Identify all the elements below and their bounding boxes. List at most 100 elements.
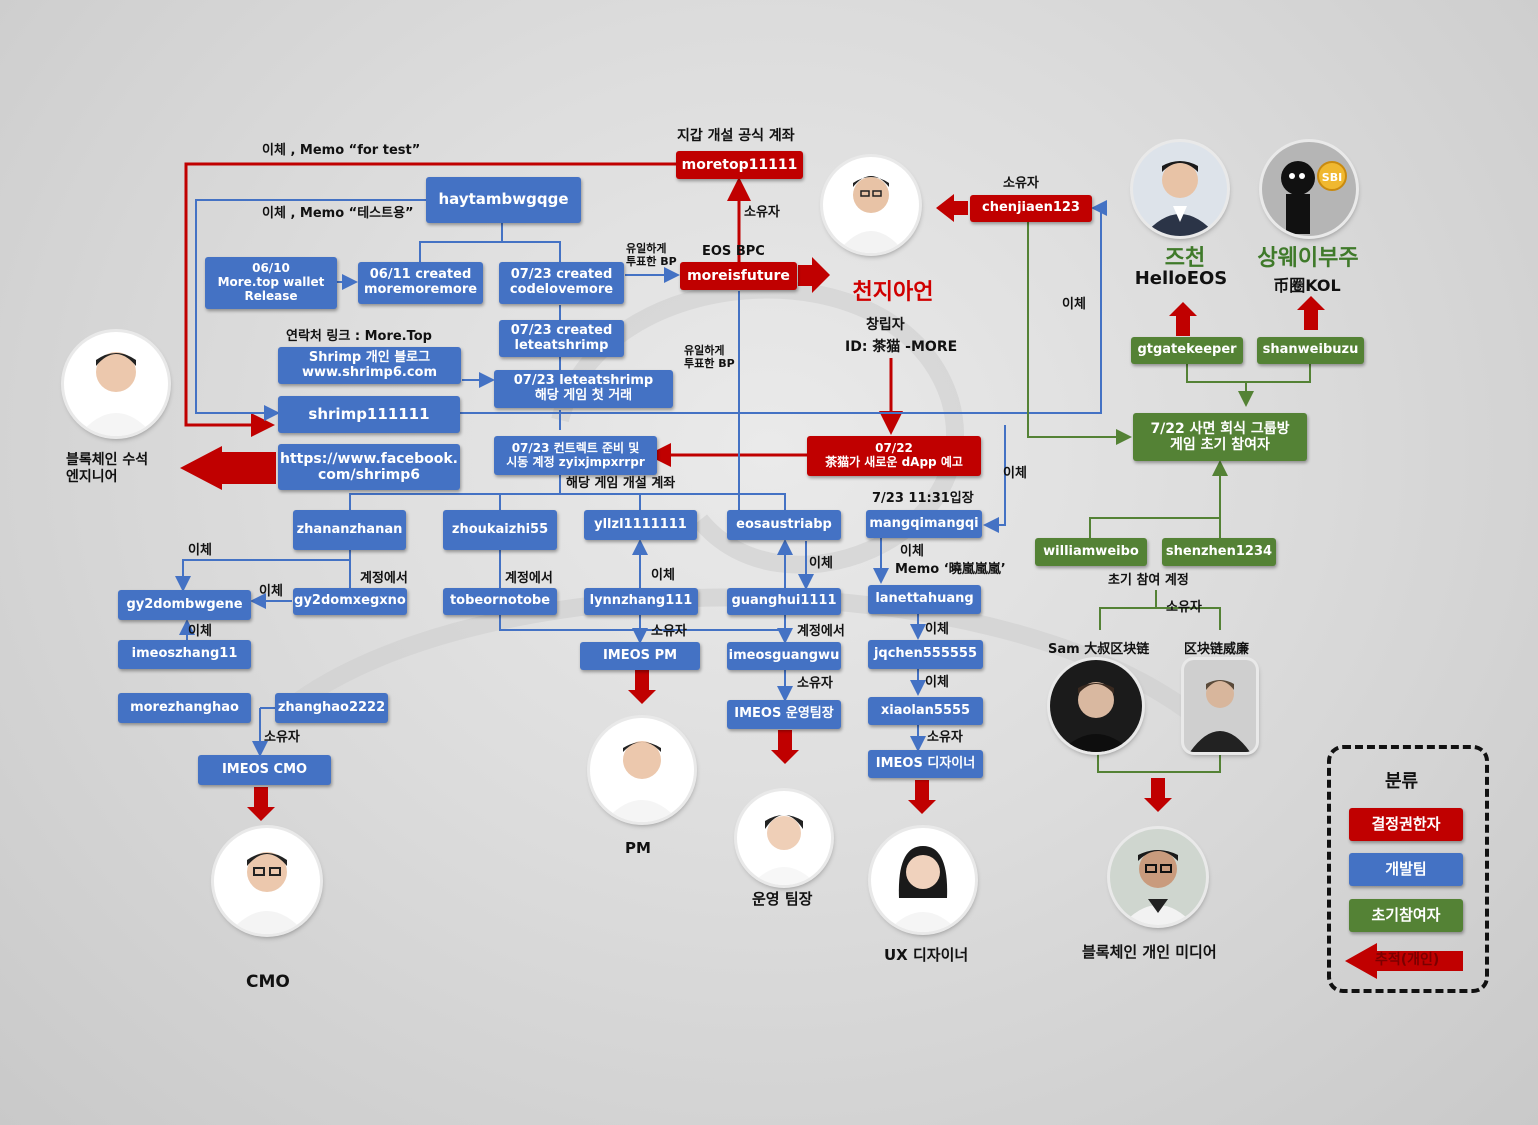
person-icon bbox=[1122, 850, 1194, 925]
media-avatar bbox=[1110, 829, 1206, 925]
node-0722-dapp-notice[interactable]: 07/22 茶猫가 새로운 dApp 예고 bbox=[807, 436, 981, 476]
node-gtgatekeeper[interactable]: gtgatekeeper bbox=[1131, 337, 1243, 364]
node-shrimp-blog[interactable]: Shrimp 개인 블로그 www.shrimp6.com bbox=[278, 347, 461, 384]
label-transfer-4: 이체 bbox=[651, 568, 675, 583]
label-owner-ops: 소유자 bbox=[797, 676, 833, 691]
node-moretop11111[interactable]: moretop11111 bbox=[676, 151, 803, 179]
label-transfer-6: 이체 bbox=[900, 544, 924, 559]
label-contact-link: 연락처 링크 : More.Top bbox=[286, 329, 432, 344]
pm-avatar bbox=[590, 718, 694, 822]
label-from-account-3: 계정에서 bbox=[797, 624, 845, 639]
legend-trace: 추적(개인) bbox=[1375, 952, 1440, 968]
label-owner-early: 소유자 bbox=[1166, 600, 1202, 615]
node-imeos-ops-lead[interactable]: IMEOS 운영팀장 bbox=[727, 700, 841, 729]
node-gy2dombwgene[interactable]: gy2dombwgene bbox=[118, 590, 251, 620]
node-zhoukaizhi55[interactable]: zhoukaizhi55 bbox=[443, 510, 557, 550]
node-facebook[interactable]: https://www.facebook. com/shrimp6 bbox=[278, 444, 460, 490]
legend-trace-arrow: 추적(개인) bbox=[1345, 943, 1465, 979]
node-imeos-designer[interactable]: IMEOS 디자이너 bbox=[868, 750, 983, 778]
hello-eos-avatar bbox=[1133, 142, 1227, 236]
node-contract-prep[interactable]: 07/23 컨트렉트 준비 및 시동 계정 zyixjmpxrrpr bbox=[494, 436, 657, 475]
founder-avatar bbox=[823, 157, 919, 253]
node-imeos-pm[interactable]: IMEOS PM bbox=[580, 642, 700, 670]
label-transfer-test: 이체 , Memo “for test” bbox=[262, 143, 421, 158]
person-icon bbox=[887, 846, 959, 932]
engineer-avatar bbox=[64, 332, 168, 436]
person-icon bbox=[604, 741, 680, 822]
cmo-avatar bbox=[214, 828, 320, 934]
label-transfer-7: 이체 bbox=[259, 584, 283, 599]
person-icon bbox=[1060, 682, 1132, 752]
legend-decision: 결정권한자 bbox=[1349, 808, 1463, 841]
node-shanweibuzu[interactable]: shanweibuzu bbox=[1257, 337, 1364, 364]
label-memo-xiaolan: Memo ‘曉嵐嵐嵐’ bbox=[895, 562, 1006, 577]
node-0723-leteatshrimp-created[interactable]: 07/23 created leteatshrimp bbox=[499, 320, 624, 357]
silhouette-icon: SBI bbox=[1281, 161, 1347, 234]
label-early-account: 초기 참여 계정 bbox=[1108, 573, 1189, 588]
person-icon bbox=[78, 352, 154, 436]
node-lynnzhang111[interactable]: lynnzhang111 bbox=[584, 588, 698, 615]
ux-title: UX 디자이너 bbox=[884, 946, 969, 964]
node-gy2domxegxno[interactable]: gy2domxegxno bbox=[293, 588, 407, 615]
kol-name: 币圈KOL bbox=[1273, 276, 1341, 295]
node-zhanghao2222[interactable]: zhanghao2222 bbox=[275, 693, 388, 723]
node-xiaolan5555[interactable]: xiaolan5555 bbox=[868, 697, 983, 725]
kol-avatar: SBI bbox=[1262, 142, 1356, 236]
node-chenjiaen123[interactable]: chenjiaen123 bbox=[970, 195, 1092, 222]
node-0723-codelovemore[interactable]: 07/23 created codelovemore bbox=[499, 262, 624, 304]
node-eosaustriabp[interactable]: eosaustriabp bbox=[727, 510, 841, 540]
person-icon bbox=[1143, 161, 1217, 236]
label-voted-bp-2: 유일하게 투표한 BP bbox=[684, 344, 735, 371]
ops-lead-avatar bbox=[737, 791, 831, 885]
label-eos-bpc: EOS BPC bbox=[702, 244, 765, 259]
label-chief-engineer: 블록체인 수석 엔지니어 bbox=[66, 452, 149, 485]
node-morezhanghao[interactable]: morezhanghao bbox=[118, 693, 251, 723]
wallet-title: 지갑 개설 공식 계좌 bbox=[677, 128, 795, 144]
legend-box: 분류 결정권한자 개발팀 초기참여자 추적(개인) bbox=[1327, 745, 1489, 993]
legend-early: 초기참여자 bbox=[1349, 899, 1463, 932]
weilian-avatar bbox=[1184, 660, 1256, 752]
hello-eos-kr-name: 즈천 bbox=[1164, 246, 1206, 271]
node-yllzl1111111[interactable]: yllzl1111111 bbox=[584, 510, 697, 540]
node-lanettahuang[interactable]: lanettahuang bbox=[868, 585, 981, 614]
label-voted-bp-1: 유일하게 투표한 BP bbox=[626, 242, 677, 269]
node-0722-group[interactable]: 7/22 사면 회식 그룹방 게임 초기 참여자 bbox=[1133, 413, 1307, 461]
person-icon bbox=[1190, 680, 1250, 752]
node-shenzhen1234[interactable]: shenzhen1234 bbox=[1162, 538, 1276, 566]
label-transfer-8: 이체 bbox=[188, 624, 212, 639]
node-williamweibo[interactable]: williamweibo bbox=[1035, 538, 1147, 566]
ux-avatar bbox=[871, 828, 975, 932]
hello-eos-name: HelloEOS bbox=[1134, 268, 1228, 289]
node-jqchen555555[interactable]: jqchen555555 bbox=[868, 640, 983, 669]
label-owner-moretop: 소유자 bbox=[744, 205, 780, 220]
node-imeosguangwu[interactable]: imeosguangwu bbox=[727, 642, 841, 670]
node-shrimp111111[interactable]: shrimp111111 bbox=[278, 396, 460, 433]
pm-title: PM bbox=[625, 839, 651, 857]
label-from-account-2: 계정에서 bbox=[505, 571, 553, 586]
node-moreisfuture[interactable]: moreisfuture bbox=[680, 262, 797, 290]
label-weilian: 区块链威廉 bbox=[1184, 642, 1250, 657]
label-transfer-9: 이체 bbox=[925, 622, 949, 637]
node-imeos-cmo[interactable]: IMEOS CMO bbox=[198, 755, 331, 785]
node-0611-created[interactable]: 06/11 created moremoremore bbox=[358, 262, 483, 304]
node-0610-release[interactable]: 06/10 More.top wallet Release bbox=[205, 257, 337, 309]
node-tobeornotobe[interactable]: tobeornotobe bbox=[443, 588, 557, 615]
legend-title: 분류 bbox=[1385, 771, 1419, 792]
node-0723-leteatshrimp[interactable]: 07/23 leteatshrimp 해당 게임 첫 거래 bbox=[494, 370, 673, 408]
person-icon bbox=[837, 176, 905, 253]
svg-text:SBI: SBI bbox=[1322, 171, 1342, 184]
label-transfer-1: 이체 bbox=[1062, 297, 1086, 312]
sam-avatar bbox=[1050, 660, 1142, 752]
node-guanghui1111[interactable]: guanghui1111 bbox=[727, 588, 841, 615]
node-imeoszhang11[interactable]: imeoszhang11 bbox=[118, 640, 251, 669]
label-entered: 7/23 11:31입장 bbox=[872, 491, 974, 506]
node-mangqimangqi[interactable]: mangqimangqi bbox=[866, 510, 982, 538]
node-haytambwgqge[interactable]: haytambwgqge bbox=[426, 177, 581, 223]
media-title: 블록체인 개인 미디어 bbox=[1082, 943, 1217, 961]
label-owner-chenjiaen: 소유자 bbox=[1003, 176, 1039, 191]
label-owner-pm: 소유자 bbox=[651, 624, 687, 639]
label-transfer-kr: 이체 , Memo “테스트용” bbox=[262, 206, 414, 221]
founder-name: 천지아언 bbox=[852, 280, 934, 305]
node-zhananzhanan[interactable]: zhananzhanan bbox=[293, 510, 406, 550]
label-transfer-5: 이체 bbox=[809, 556, 833, 571]
